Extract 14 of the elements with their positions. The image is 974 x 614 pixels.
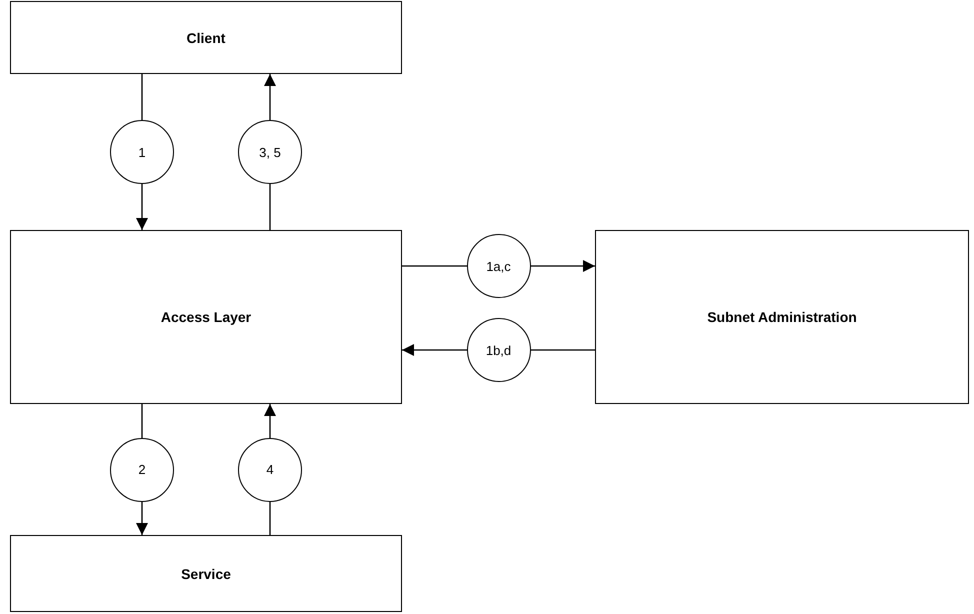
process-box	[595, 230, 969, 404]
box-label: Client	[186, 30, 226, 46]
process-box	[10, 1, 402, 74]
box-label: Subnet Administration	[707, 309, 857, 325]
step-number: 4	[238, 438, 302, 502]
step-number: 2	[110, 438, 174, 502]
step-number: 1a,c	[466, 234, 530, 298]
step-number: 1	[110, 120, 174, 184]
box-label: Service	[181, 566, 231, 582]
box-label: Access Layer	[160, 309, 252, 325]
step-number: 3, 5	[238, 120, 302, 184]
process-box	[10, 230, 402, 404]
step-number: 1b,d	[466, 318, 530, 382]
process-box	[10, 535, 402, 612]
